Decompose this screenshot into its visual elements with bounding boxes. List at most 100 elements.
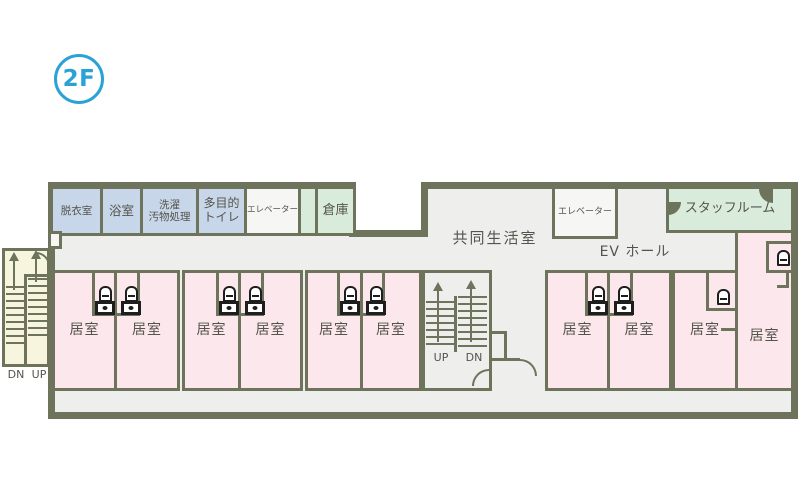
- toilet-icon: [366, 286, 386, 315]
- room-multipurpose-label-line2: トイレ: [203, 210, 240, 224]
- toilet-icon: [219, 286, 239, 315]
- toilet-alcove: [337, 270, 385, 316]
- room-dressing-label: 脱衣室: [60, 204, 93, 217]
- door-arc-icon: [472, 369, 489, 386]
- wall-segment: [777, 285, 789, 288]
- toilet-bowl-icon: [222, 286, 236, 302]
- stairs-up-label: UP: [31, 368, 47, 381]
- room-living-label: 居室: [132, 322, 162, 339]
- toilet-bowl-icon: [248, 286, 262, 302]
- wall-segment: [48, 412, 798, 419]
- stair-treads: [458, 296, 487, 350]
- toilet-tank-icon: [588, 301, 608, 315]
- stairs-dn-label: DN: [465, 351, 483, 364]
- wall-segment: [421, 182, 798, 189]
- up-arrow-icon: [437, 290, 439, 342]
- up-arrow-icon: [470, 288, 472, 342]
- up-arrow-icon: [35, 258, 37, 282]
- room-laundry: 洗濯 汚物処理: [140, 186, 199, 236]
- room-living-2: 居室: [114, 270, 180, 391]
- room-living-label: 居室: [196, 322, 227, 339]
- toilet-icon: [614, 286, 634, 315]
- room-living-label: 居室: [562, 322, 593, 339]
- stair-divider-wall: [24, 274, 27, 367]
- wall-segment: [766, 270, 794, 273]
- toilet-icon: [245, 286, 265, 315]
- wall-segment: [721, 328, 738, 331]
- wall-segment: [48, 182, 55, 419]
- room-elevator-right: エレベーター: [552, 186, 618, 239]
- stair-divider-wall: [454, 296, 457, 352]
- toilet-bowl-icon: [124, 286, 138, 302]
- wall-segment: [766, 241, 769, 273]
- room-living-1: 居室: [52, 270, 117, 391]
- room-staff-label: スタッフルーム: [684, 201, 776, 217]
- toilet-tank-icon: [614, 301, 634, 315]
- common-living-label: 共同生活室: [452, 229, 538, 247]
- room-staff: スタッフルーム: [666, 186, 794, 233]
- toilet-bowl-icon: [343, 286, 357, 302]
- room-living-label: 居室: [255, 322, 286, 339]
- wall-segment: [706, 308, 738, 311]
- floor-badge: 2F: [54, 54, 104, 104]
- room-bath-label: 浴室: [108, 202, 134, 218]
- wall-segment: [766, 241, 794, 244]
- wall-segment: [504, 331, 507, 359]
- room-elevator-left: エレベーター: [244, 186, 301, 236]
- toilet-alcove: [92, 270, 140, 316]
- room-living-label: 居室: [319, 322, 349, 339]
- toilet-alcove: [585, 270, 633, 316]
- wall-segment: [706, 270, 709, 311]
- room-laundry-label: 洗濯 汚物処理: [149, 199, 191, 223]
- wall-nook: [48, 231, 62, 249]
- toilet-tank-icon: [366, 301, 386, 315]
- toilet-tank-icon: [219, 301, 239, 315]
- building-notch: [356, 189, 421, 230]
- room-living-label: 居室: [376, 322, 406, 339]
- toilet-bowl-icon: [591, 286, 605, 302]
- toilet-icon: [588, 286, 608, 315]
- toilet-icon: [121, 286, 141, 315]
- toilet-tank-icon: [340, 301, 360, 315]
- wall-segment: [492, 358, 520, 361]
- room-multipurpose-label-line1: 多目的: [203, 196, 240, 211]
- room-living-label: 居室: [749, 328, 780, 344]
- toilet-icon: [713, 289, 733, 305]
- room-laundry-label-line1: 洗濯: [159, 198, 180, 211]
- up-arrow-icon: [13, 260, 15, 290]
- ev-hall-label: EV ホール: [599, 244, 671, 260]
- wall-segment: [492, 331, 507, 334]
- stairs-up-label: UP: [433, 351, 449, 364]
- wall-segment: [48, 182, 356, 189]
- toilet-bowl-icon: [369, 286, 383, 302]
- stairs-dn-label: DN: [7, 368, 25, 381]
- wall-segment: [349, 230, 428, 237]
- room-living-label: 居室: [69, 322, 100, 339]
- toilet-bowl-icon: [776, 250, 790, 266]
- wall-segment: [791, 182, 798, 419]
- room-elevator-left-label: エレベーター: [247, 205, 299, 216]
- floor-badge-label: 2F: [62, 66, 96, 92]
- toilet-bowl-icon: [98, 286, 112, 302]
- stair-treads: [6, 286, 24, 344]
- room-storage-label: 倉庫: [322, 202, 349, 218]
- room-laundry-label-line2: 汚物処理: [148, 211, 191, 223]
- stair-treads: [426, 301, 454, 350]
- toilet-bowl-icon: [716, 289, 730, 305]
- up-arrow-icon: [433, 282, 443, 291]
- up-arrow-icon: [466, 280, 476, 289]
- toilet-icon: [340, 286, 360, 315]
- room-bath: 浴室: [100, 186, 143, 236]
- room-elevator-right-label: エレベーター: [557, 207, 612, 218]
- stair-treads: [28, 278, 47, 336]
- wall-segment: [421, 182, 428, 237]
- toilet-tank-icon: [245, 301, 265, 315]
- up-arrow-icon: [9, 252, 19, 261]
- room-living-label: 居室: [624, 322, 655, 339]
- room-living-label: 居室: [690, 322, 720, 339]
- toilet-bowl-icon: [617, 286, 631, 302]
- toilet-alcove: [216, 270, 264, 316]
- toilet-tank-icon: [121, 301, 141, 315]
- toilet-icon: [773, 250, 793, 266]
